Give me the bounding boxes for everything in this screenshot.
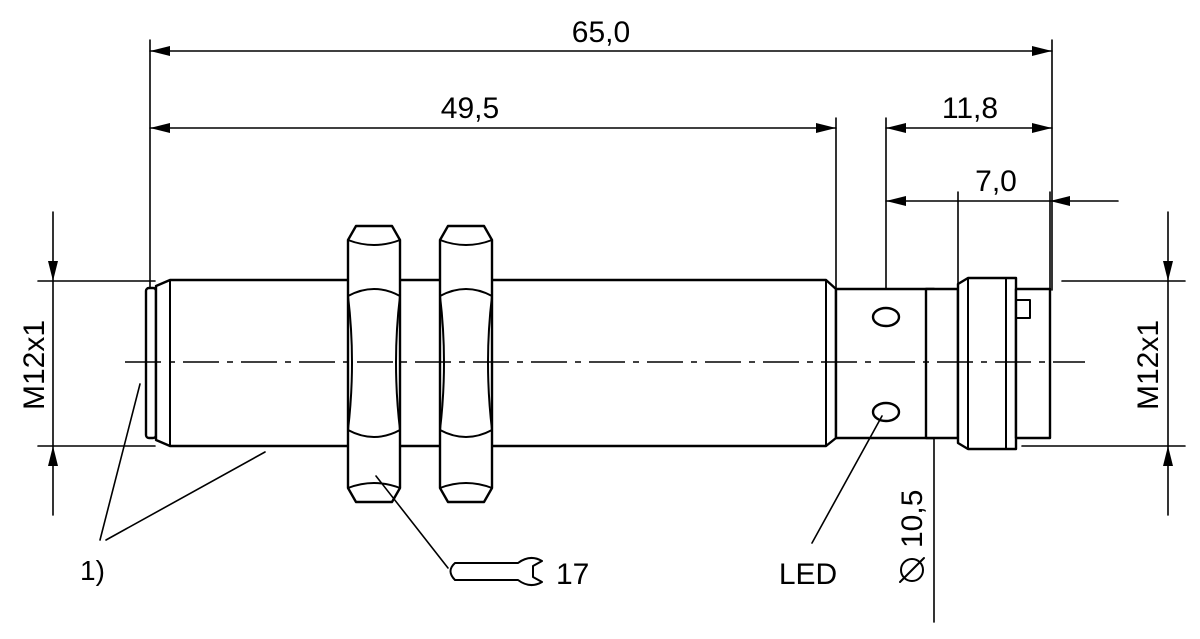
callout-note: 1) — [80, 383, 266, 586]
led-window-top — [871, 306, 901, 328]
sensor-body — [125, 224, 1085, 504]
thread-left-label: M12x1 — [18, 320, 51, 410]
connector-collar — [956, 276, 1018, 451]
overall-length-label: 65,0 — [572, 16, 630, 49]
callout-wrench: 17 — [375, 475, 589, 591]
dimension-thread-length: 49,5 — [149, 92, 837, 133]
callout-led: LED — [779, 415, 883, 591]
wrench-icon — [449, 557, 543, 586]
wrench-size-label: 17 — [556, 558, 589, 591]
diameter-icon — [899, 557, 925, 583]
led-window-bottom — [871, 401, 901, 423]
connector-length-label: 7,0 — [975, 165, 1017, 198]
hex-nut-1 — [346, 224, 402, 504]
dimension-thread-right: M12x1 — [1132, 211, 1173, 516]
thread-length-label: 49,5 — [441, 92, 499, 125]
hex-nut-2 — [438, 224, 494, 504]
head-length-label: 11,8 — [942, 92, 998, 125]
note-label: 1) — [80, 555, 105, 586]
dimension-connector-length: 7,0 — [885, 165, 1119, 206]
dimension-head-length: 11,8 — [885, 92, 1053, 133]
threaded-barrel — [154, 278, 838, 448]
diameter-label: 10,5 — [896, 490, 929, 548]
sensing-face — [144, 286, 158, 440]
connector-pin-end — [1014, 287, 1052, 440]
dimension-thread-left: M12x1 — [18, 211, 58, 516]
led-label: LED — [779, 558, 837, 591]
thread-right-label: M12x1 — [1132, 320, 1165, 410]
extension-lines — [37, 39, 1186, 447]
dimension-overall-length: 65,0 — [149, 16, 1053, 56]
